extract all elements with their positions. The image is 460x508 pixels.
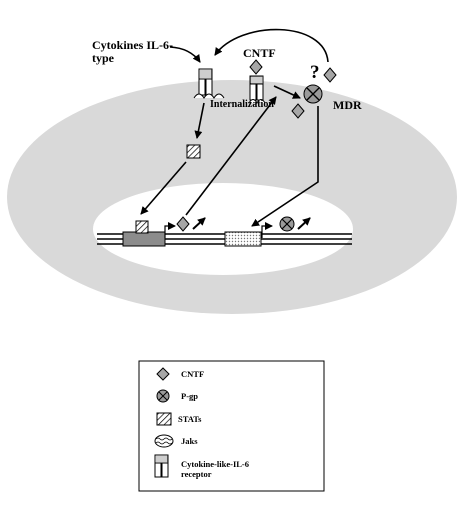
cntf-intracellular-diamond	[291, 103, 305, 119]
expression-arrow-2	[297, 217, 311, 230]
transcription-start-2	[261, 222, 273, 238]
cytokines-label: Cytokines IL-6-	[92, 38, 173, 52]
expression-arrow-1	[192, 217, 206, 230]
question-mark-label: ?	[310, 62, 320, 83]
pgp-product-icon	[279, 216, 295, 232]
legend-label-receptor: Cytokine-like-IL-6	[181, 459, 249, 469]
internalization-label: Internalization	[210, 99, 274, 110]
receptor-cntf-icon	[248, 75, 266, 105]
pathway-arrows	[140, 28, 329, 227]
cntf-product-diamond	[176, 216, 190, 232]
cntf-diamond-icon	[156, 367, 170, 381]
pgp-transporter-icon	[303, 84, 323, 104]
legend-label-pgp: P-gp	[181, 391, 198, 401]
receptor-left-icon	[193, 68, 225, 99]
pgp-circle-icon	[156, 389, 170, 403]
jaks-wavy-icon	[154, 434, 174, 448]
cntf-label: CNTF	[243, 46, 276, 60]
stat-bound-icon	[135, 220, 149, 234]
cntf-bound-diamond	[249, 59, 263, 75]
mdr-gene-block	[224, 231, 262, 247]
stat-cytoplasm-icon	[186, 144, 201, 159]
mdr-label: MDR	[333, 98, 362, 112]
cell-nucleus	[93, 183, 353, 275]
legend-label-cntf: CNTF	[181, 369, 204, 379]
legend-label-receptor-line2: receptor	[181, 469, 212, 479]
legend-label-jaks: Jaks	[181, 436, 198, 446]
legend-frame	[138, 360, 325, 492]
legend-label-stats: STATs	[178, 414, 202, 424]
cytokines-label-line2: type	[92, 51, 115, 65]
receptor-icon	[154, 454, 169, 478]
transcription-start-1	[164, 222, 176, 238]
stats-hatched-icon	[156, 412, 172, 426]
legend: CNTF P-gp STATs Jaks Cytokine-like-IL-6 …	[138, 360, 325, 492]
cntf-gene-block	[122, 231, 166, 247]
cntf-efflux-diamond	[323, 67, 337, 83]
